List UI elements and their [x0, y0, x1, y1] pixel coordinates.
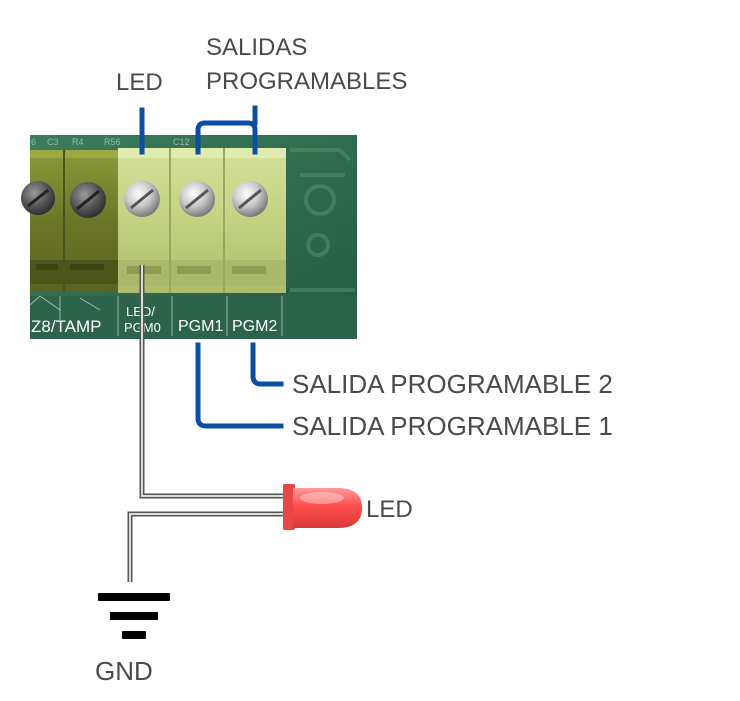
screw-dark-2: [70, 182, 106, 218]
silk-pgm1: PGM1: [178, 318, 223, 335]
annotations: LED SALIDAS PROGRAMABLES SALIDA PROGRAMA…: [95, 34, 613, 686]
screw-led: [124, 181, 160, 217]
label-salidas-line1: SALIDAS: [206, 34, 307, 61]
label-led-component: LED: [366, 496, 413, 523]
ground-symbol: [98, 593, 170, 639]
led-component: [283, 484, 362, 530]
screw-pgm2: [232, 181, 268, 217]
salida1-leader: [195, 342, 284, 429]
terminal-block-dark: [30, 150, 120, 292]
salidas-bracket: [195, 105, 258, 155]
anode-wire: [139, 265, 290, 499]
salida2-leader: [250, 342, 284, 387]
silkscreen: Z8/TAMP LED/ PGM0 PGM1 PGM2: [29, 295, 283, 336]
silk-z8-tamp: Z8/TAMP: [31, 317, 102, 336]
label-salida-2: SALIDA PROGRAMABLE 2: [292, 369, 613, 399]
pcb-reference-labels: 6 C3 R4 R56 C12: [31, 137, 190, 147]
cathode-wire: [127, 511, 290, 582]
ref-c12: C12: [173, 137, 190, 147]
ref-r4: R4: [72, 137, 84, 147]
screw-pgm1: [179, 181, 215, 217]
ref-cut: 6: [31, 137, 36, 147]
label-led-top: LED: [116, 69, 163, 96]
ref-c3: C3: [47, 137, 59, 147]
label-gnd: GND: [95, 656, 153, 686]
silk-pgm2: PGM2: [232, 318, 277, 335]
led-wires: [127, 265, 290, 582]
terminal-block-light: [118, 148, 286, 293]
screw-dark-1: [21, 181, 55, 215]
terminal-screws: [21, 181, 268, 218]
label-salida-1: SALIDA PROGRAMABLE 1: [292, 411, 613, 441]
indicator-lines: [139, 105, 284, 429]
label-salidas-line2: PROGRAMABLES: [206, 68, 407, 95]
ref-r56: R56: [104, 137, 121, 147]
